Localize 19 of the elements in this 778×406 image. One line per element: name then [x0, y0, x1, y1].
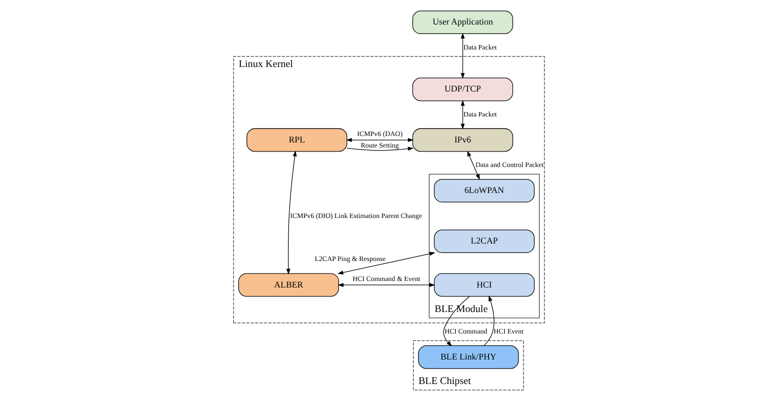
arrow [460, 100, 465, 130]
node-box: RPL [246, 128, 348, 152]
arrow [346, 138, 414, 142]
node-box: 6LoWPAN [434, 178, 535, 202]
arrow [484, 296, 494, 346]
node-box: User Application [412, 10, 514, 34]
node-box: L2CAP [434, 230, 535, 253]
arrow [346, 146, 414, 151]
arrow [443, 296, 470, 346]
arrow [467, 150, 480, 180]
arrow [460, 32, 465, 79]
arrow [286, 150, 297, 275]
arrow [338, 252, 436, 274]
node-box: HCI [434, 273, 535, 297]
node-box: IPv6 [412, 128, 514, 152]
node-box: BLE Link/PHY [418, 345, 519, 369]
arrow [338, 282, 436, 287]
node-box: ALBER [238, 273, 339, 297]
node-box: UDP/TCP [412, 78, 514, 102]
